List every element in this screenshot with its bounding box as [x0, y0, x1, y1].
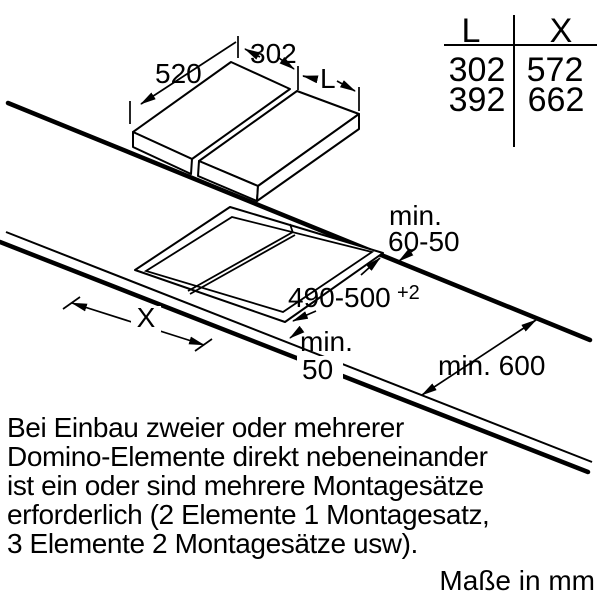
note-line-4: erforderlich (2 Elemente 1 Montagesatz, [7, 499, 489, 530]
cutout-divider-edge-2 [189, 234, 296, 295]
arrow-front-clearance [289, 325, 305, 339]
dim-arrow-l-right [336, 80, 356, 92]
note-line-5: 3 Elemente 2 Montagesätze usw). [7, 528, 418, 559]
dim-label-302: 302 [250, 38, 297, 69]
dim-arrow-520 [140, 41, 237, 105]
note-line-3: ist ein oder sind mehrere Montagesätze [7, 470, 484, 501]
label-worktop-depth: min. 600 [438, 350, 545, 381]
units-note: Maße in mm [439, 565, 595, 596]
label-front-clearance-min: min. [300, 326, 353, 357]
dim-label-l: L [320, 63, 336, 94]
label-front-clearance-value: 50 [302, 354, 333, 385]
label-mask-50 [297, 356, 343, 384]
label-cutout-depth: 490-500 [288, 282, 391, 313]
worktop-rear-edge-line [5, 100, 593, 343]
dim-arrow-302-left [244, 48, 261, 60]
worktop-front-edge-line [0, 239, 591, 475]
tick-x-left [62, 296, 81, 310]
table-cell-row1-x: 572 [527, 51, 584, 89]
arrow-worktop-depth [421, 319, 537, 396]
note-line-1: Bei Einbau zweier oder mehrerer [7, 412, 404, 443]
table-header-x: X [550, 12, 573, 50]
cutout-divider-edge-1 [187, 231, 294, 292]
element2-side-face [256, 113, 360, 202]
label-cutout-depth-tolerance: +2 [397, 282, 420, 304]
table-header-l: L [462, 12, 481, 50]
arrow-rear-clearance [398, 248, 416, 262]
note-line-2: Domino-Elemente direkt nebeneinander [7, 441, 488, 472]
label-rear-clearance-value: 60-50 [388, 226, 460, 257]
lx-table: L X 302 572 392 662 [444, 12, 597, 147]
table-cell-row1-l: 302 [449, 51, 506, 89]
dim-arrow-302-right [278, 56, 295, 70]
dim-label-520: 520 [155, 58, 202, 89]
label-mask-x [131, 306, 161, 332]
cutout-inner-outline [143, 216, 375, 313]
cutout-divider-notch [289, 223, 294, 234]
dim-label-x: X [137, 302, 156, 333]
table-cell-row2-l: 392 [449, 81, 506, 119]
note-paragraph: Bei Einbau zweier oder mehrerer Domino-E… [7, 412, 490, 559]
element1-front-face [132, 131, 193, 175]
dim-arrow-l-left [302, 75, 319, 84]
worktop-front-edge-top-line [5, 231, 593, 463]
cutout-outer-outline [134, 206, 384, 323]
arrow-cutout-depth-far [360, 257, 381, 276]
arrow-cutout-depth-near [292, 310, 317, 322]
label-rear-clearance-min: min. [389, 200, 442, 231]
table-cell-row2-x: 662 [528, 81, 585, 119]
